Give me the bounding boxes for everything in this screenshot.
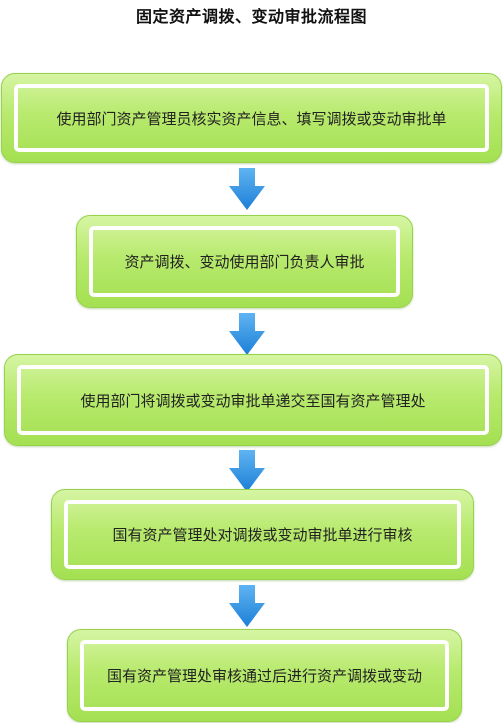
flow-step-3: 使用部门将调拨或变动审批单递交至国有资产管理处 bbox=[4, 354, 502, 446]
arrow-down-icon bbox=[229, 585, 265, 627]
flow-step-5-frame: 国有资产管理处审核通过后进行资产调拨或变动 bbox=[80, 640, 449, 711]
flow-step-4: 国有资产管理处对调拨或变动审批单进行审核 bbox=[51, 489, 474, 580]
diagram-title: 固定资产调拨、变动审批流程图 bbox=[135, 7, 367, 26]
flow-step-2-frame: 资产调拨、变动使用部门负责人审批 bbox=[89, 226, 400, 297]
flow-step-5: 国有资产管理处审核通过后进行资产调拨或变动 bbox=[67, 629, 462, 722]
arrow-down-icon bbox=[229, 450, 265, 492]
flow-step-1: 使用部门资产管理员核实资产信息、填写调拨或变动审批单 bbox=[1, 73, 502, 163]
flow-step-4-label: 国有资产管理处对调拨或变动审批单进行审核 bbox=[112, 526, 413, 544]
flow-step-1-label: 使用部门资产管理员核实资产信息、填写调拨或变动审批单 bbox=[56, 109, 447, 128]
flow-step-3-label: 使用部门将调拨或变动审批单递交至国有资产管理处 bbox=[80, 391, 426, 410]
arrow-down-icon bbox=[229, 168, 265, 210]
arrow-down-icon bbox=[229, 313, 265, 355]
flow-step-2: 资产调拨、变动使用部门负责人审批 bbox=[76, 215, 413, 308]
flow-step-2-label: 资产调拨、变动使用部门负责人审批 bbox=[124, 253, 365, 271]
flow-step-4-frame: 国有资产管理处对调拨或变动审批单进行审核 bbox=[64, 500, 461, 569]
flow-step-3-frame: 使用部门将调拨或变动审批单递交至国有资产管理处 bbox=[17, 365, 489, 435]
flow-step-1-frame: 使用部门资产管理员核实资产信息、填写调拨或变动审批单 bbox=[14, 84, 489, 152]
flow-step-5-label: 国有资产管理处审核通过后进行资产调拨或变动 bbox=[106, 667, 422, 685]
